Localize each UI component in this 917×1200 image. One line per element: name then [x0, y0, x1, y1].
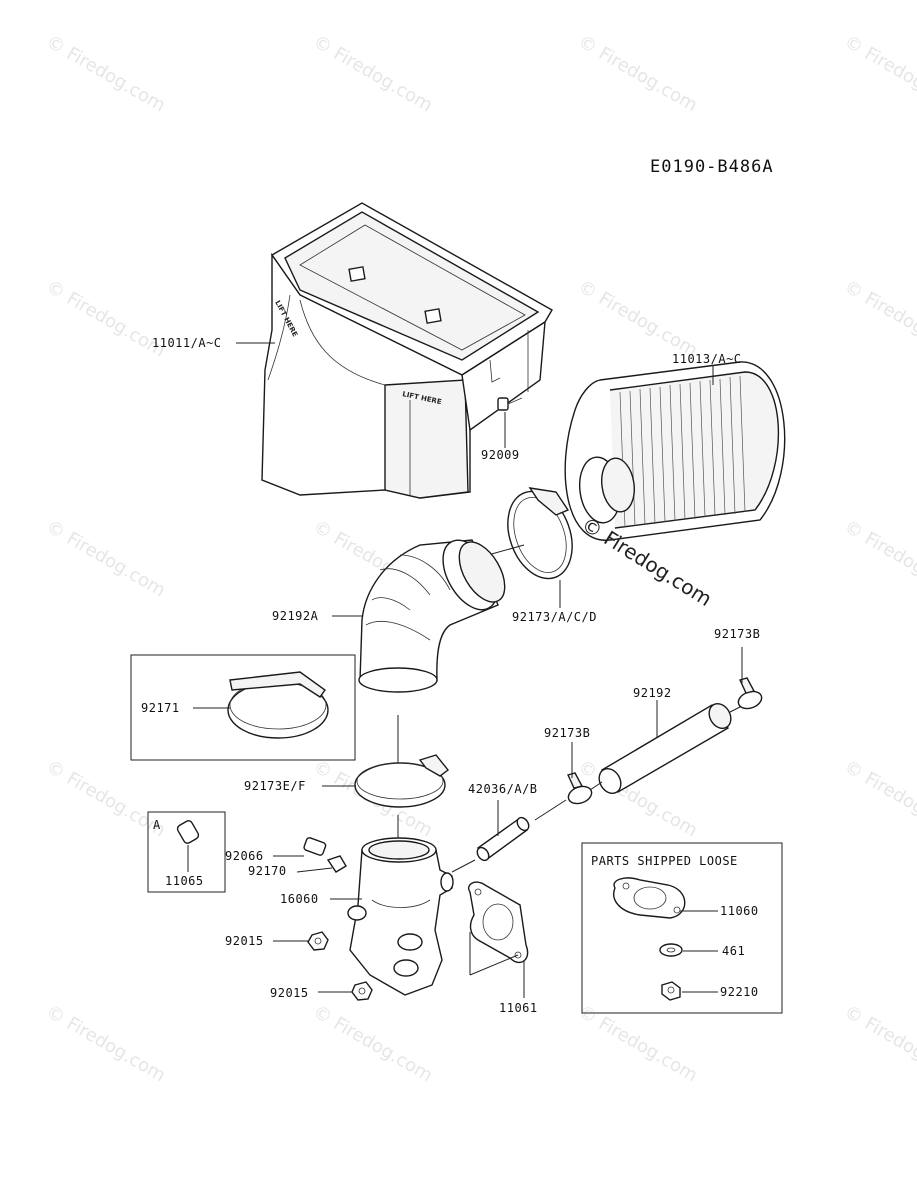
- hose-clamp-92173acd: [507, 487, 573, 580]
- part-label-11061[interactable]: 11061: [499, 1001, 538, 1015]
- watermark: © Firedog.com: [43, 276, 169, 361]
- part-label-92066[interactable]: 92066: [225, 849, 264, 863]
- parts-shipped-loose-box: PARTS SHIPPED LOOSE 11060 461 92210: [581, 842, 783, 1014]
- watermark: © Firedog.com: [841, 756, 917, 841]
- watermark: © Firedog.com: [43, 31, 169, 116]
- fitting-92066: [303, 837, 327, 856]
- hose-clamp-92173ef: [354, 754, 449, 808]
- inset-letter: A: [153, 818, 161, 832]
- inset-box-92171: [130, 654, 356, 761]
- hose-92192: [598, 702, 732, 795]
- part-label-11060[interactable]: 11060: [720, 904, 759, 918]
- watermark: © Firedog.com: [575, 31, 701, 116]
- part-label-92210[interactable]: 92210: [720, 985, 759, 999]
- watermark: © Firedog.com: [310, 31, 436, 116]
- part-label-92015-b[interactable]: 92015: [270, 986, 309, 1000]
- part-label-92173b-top[interactable]: 92173B: [714, 627, 760, 641]
- part-label-11011[interactable]: 11011/A~C: [152, 336, 222, 350]
- inset-box-a: A: [147, 811, 226, 893]
- watermark: © Firedog.com: [841, 1001, 917, 1086]
- nut-92015: [307, 931, 329, 951]
- part-label-92015-a[interactable]: 92015: [225, 934, 264, 948]
- screw-92009: [497, 397, 523, 411]
- watermark: © Firedog.com: [43, 756, 169, 841]
- part-label-92173ef[interactable]: 92173E/F: [244, 779, 306, 793]
- part-label-92171[interactable]: 92171: [141, 701, 180, 715]
- part-label-16060[interactable]: 16060: [280, 892, 319, 906]
- part-label-42036[interactable]: 42036/A/B: [468, 782, 538, 796]
- elbow-hose-92192a: [358, 539, 506, 693]
- air-cleaner-housing: LIFT HERE LIFT HERE: [261, 202, 553, 499]
- watermark: © Firedog.com: [43, 516, 169, 601]
- air-filter-element: [564, 361, 786, 541]
- clip-92170: [326, 855, 347, 873]
- nut-92015: [351, 981, 373, 1001]
- part-label-92170[interactable]: 92170: [248, 864, 287, 878]
- part-label-92173b-mid[interactable]: 92173B: [544, 726, 590, 740]
- watermark: © Firedog.com: [841, 516, 917, 601]
- part-label-461[interactable]: 461: [722, 944, 745, 958]
- part-label-11013[interactable]: 11013/A~C: [672, 352, 742, 366]
- part-label-92192[interactable]: 92192: [633, 686, 672, 700]
- watermark: © Firedog.com: [841, 276, 917, 361]
- tube-42036: [476, 816, 530, 862]
- intake-pipe-16060: [347, 837, 454, 996]
- part-label-92009[interactable]: 92009: [481, 448, 520, 462]
- clamp-92173b-top: [737, 677, 763, 710]
- part-label-11065[interactable]: 11065: [165, 874, 204, 888]
- watermark: © Firedog.com: [43, 1001, 169, 1086]
- watermark: © Firedog.com: [575, 1001, 701, 1086]
- part-label-92192a[interactable]: 92192A: [272, 609, 319, 623]
- box-title: PARTS SHIPPED LOOSE: [591, 854, 738, 868]
- watermark: © Firedog.com: [841, 31, 917, 116]
- gasket-11061: [468, 881, 529, 963]
- part-label-92173acd[interactable]: 92173/A/C/D: [512, 610, 597, 624]
- watermark: © Firedog.com: [575, 276, 701, 361]
- watermark: © Firedog.com: [310, 1001, 436, 1086]
- diagram-code: E0190-B486A: [650, 157, 774, 177]
